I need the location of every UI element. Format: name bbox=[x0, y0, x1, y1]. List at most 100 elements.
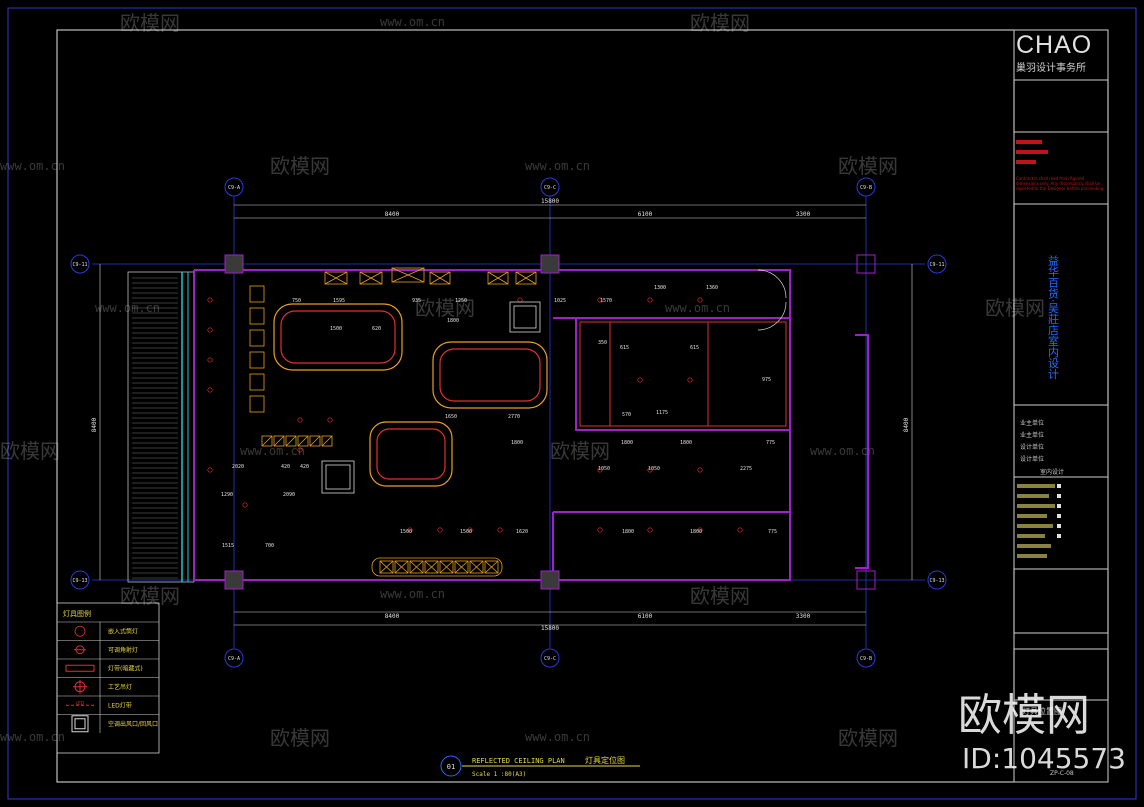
walls bbox=[193, 269, 869, 581]
watermark: 欧模网 bbox=[415, 296, 475, 320]
dim-number: 935 bbox=[412, 298, 421, 304]
red-note: Contractor shall read from figured dimen… bbox=[1016, 176, 1105, 191]
shelf-line bbox=[261, 435, 273, 447]
watermark-url: www.om.cn bbox=[525, 159, 590, 173]
dim-number: 1500 bbox=[460, 529, 472, 535]
dim-number: 2020 bbox=[232, 464, 244, 470]
top-fixture bbox=[487, 271, 509, 285]
fixture-cross bbox=[424, 560, 439, 574]
dim-number: 1650 bbox=[445, 414, 457, 420]
watermark-url: www.om.cn bbox=[240, 444, 305, 458]
tb-line: 设计单位 bbox=[1020, 443, 1044, 451]
shelf-line bbox=[321, 435, 333, 447]
dim-number: 570 bbox=[622, 412, 631, 418]
downlight-fixture bbox=[647, 527, 653, 533]
shelf-cell bbox=[249, 329, 265, 347]
dim-number: 1290 bbox=[221, 492, 233, 498]
dim-number: 615 bbox=[620, 345, 629, 351]
shelf-cell bbox=[285, 435, 297, 447]
shelf-cell bbox=[297, 435, 309, 447]
dim-right: 8400 bbox=[903, 417, 910, 432]
dim-number: 1800 bbox=[622, 529, 634, 535]
legend-label: 工艺吊灯 bbox=[108, 683, 132, 691]
fixture-cell bbox=[469, 560, 484, 574]
columns bbox=[224, 254, 876, 590]
top-fixture-cross bbox=[487, 271, 509, 285]
shelf-cell bbox=[249, 395, 265, 413]
downlight-fixture bbox=[697, 527, 703, 533]
dim-number: 1800 bbox=[680, 440, 692, 446]
axis-label: C9-11 bbox=[72, 262, 87, 268]
dim-number: 615 bbox=[690, 345, 699, 351]
fixture-cross bbox=[484, 560, 499, 574]
axis-label: C9-C bbox=[544, 656, 556, 662]
dim-number: 1500 bbox=[330, 326, 342, 332]
shelf-cell bbox=[249, 285, 265, 303]
axis-label: C9-C bbox=[544, 185, 556, 191]
axis-label: C9-A bbox=[228, 656, 240, 662]
watermark: 欧模网 bbox=[270, 726, 330, 750]
watermark: 欧模网 bbox=[690, 584, 750, 608]
downlight-fixture bbox=[407, 527, 413, 533]
pendant-icon bbox=[73, 679, 87, 694]
top-fixture bbox=[515, 271, 537, 285]
dim-number: 1025 bbox=[554, 298, 566, 304]
axis-label: C9-11 bbox=[929, 262, 944, 268]
led-icon: LED bbox=[66, 700, 94, 706]
downlight-fixture bbox=[497, 527, 503, 533]
dim-number: 775 bbox=[766, 440, 775, 446]
svg-text:LED: LED bbox=[76, 700, 84, 705]
shelf-cell bbox=[249, 373, 265, 391]
lightstrip-icon bbox=[65, 664, 95, 672]
dim-number: 1360 bbox=[706, 285, 718, 291]
dim-number: 1620 bbox=[516, 529, 528, 535]
downlight-fixture bbox=[207, 387, 213, 393]
legend-label: 空调出风口/回风口 bbox=[108, 720, 158, 728]
top-fixture-cross bbox=[515, 271, 537, 285]
legend-title: 灯具图例 bbox=[63, 609, 91, 618]
dim-bottom-2: 6100 bbox=[638, 613, 653, 620]
watermark-url: www.om.cn bbox=[665, 301, 730, 315]
dim-number: 2275 bbox=[740, 466, 752, 472]
watermark-logo: 欧模网 bbox=[958, 690, 1090, 741]
title-block: CHAO 巢羽设计事务所 Contractor shall read from … bbox=[1013, 29, 1109, 783]
company-logo: CHAO bbox=[1016, 31, 1092, 59]
watermark-url: www.om.cn bbox=[380, 15, 445, 29]
sheet-title: 灯具位置图 bbox=[1022, 706, 1062, 716]
downlight-fixture bbox=[597, 527, 603, 533]
fixture-cell bbox=[484, 560, 499, 574]
dim-number: 1800 bbox=[621, 440, 633, 446]
tb-line: 室内设计 bbox=[1040, 468, 1064, 476]
watermark: 欧模网 bbox=[270, 154, 330, 178]
left-facade bbox=[127, 271, 195, 583]
watermark-url: www.om.cn bbox=[95, 301, 160, 315]
downlight-fixture bbox=[207, 297, 213, 303]
vent-icon bbox=[71, 715, 89, 733]
downlight-fixture bbox=[297, 447, 303, 453]
axis-label: C9-B bbox=[860, 185, 872, 191]
dim-top-1: 8400 bbox=[385, 211, 400, 218]
top-fixture bbox=[429, 271, 451, 285]
fixture-strip bbox=[371, 557, 503, 577]
shelf-cell bbox=[309, 435, 321, 447]
fixture-cell bbox=[394, 560, 409, 574]
shelf-line bbox=[285, 435, 297, 447]
drawing-border bbox=[56, 29, 1109, 783]
dim-top-overall: 15800 bbox=[541, 198, 559, 205]
dim-number: 1175 bbox=[656, 410, 668, 416]
watermark: 欧模网 bbox=[120, 584, 180, 608]
tb-line: 业主单位 bbox=[1020, 431, 1044, 439]
dim-number: 420 bbox=[300, 464, 309, 470]
dim-number: 975 bbox=[762, 377, 771, 383]
watermark: 欧模网 bbox=[0, 439, 60, 463]
ceiling-islands bbox=[273, 303, 548, 487]
dim-number: 350 bbox=[598, 340, 607, 346]
downlight-fixture bbox=[207, 327, 213, 333]
company-logo-sub: 巢羽设计事务所 bbox=[1016, 61, 1086, 74]
downlight-fixture bbox=[467, 527, 473, 533]
top-fixture-cross bbox=[391, 267, 425, 283]
downlight-fixture bbox=[207, 357, 213, 363]
fixture-cross bbox=[454, 560, 469, 574]
